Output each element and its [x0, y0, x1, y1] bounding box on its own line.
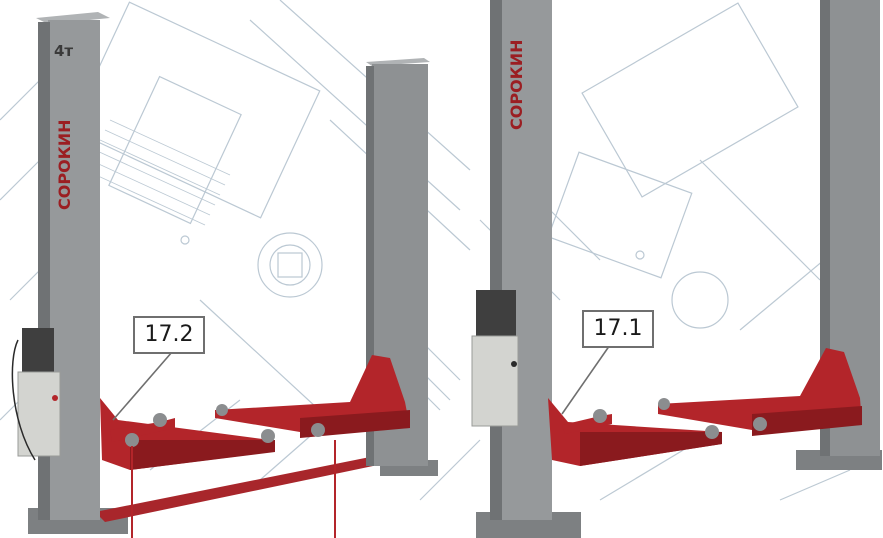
oil-tank [17, 371, 61, 457]
callout-17-1: 17.1 [582, 310, 654, 348]
callout-17-2: 17.2 [133, 316, 205, 354]
right-lift: СОРОКИН [471, 0, 882, 538]
left-brand-text: СОРОКИН [55, 119, 74, 210]
right-brand-text: СОРОКИН [507, 39, 526, 130]
capacity-label: 4т [54, 42, 73, 60]
floor-beam [95, 455, 392, 522]
left-lift: 4т СОРОКИН [11, 12, 438, 538]
hydraulic-motor [22, 328, 54, 374]
right-column [500, 0, 552, 520]
